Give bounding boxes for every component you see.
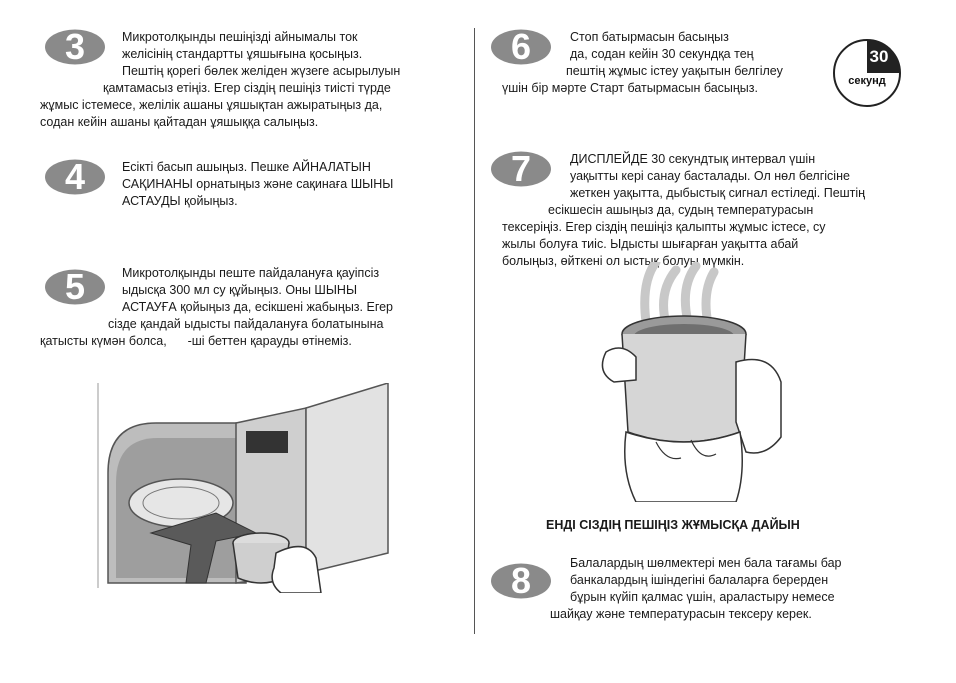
step-4-line-3: АСТАУДЫ қойыңыз. xyxy=(122,194,238,208)
ready-heading: ЕНДІ СІЗДІҢ ПЕШІҢІЗ ЖҰМЫСҚА ДАЙЫН xyxy=(546,518,800,532)
step-6-number: 6 xyxy=(511,28,531,66)
step-5-line-3: АСТАУҒА қойыңыз да, есікшені жабыңыз. Ег… xyxy=(122,300,394,314)
step-5-line-5: қатысты күмән болса, -ші беттен қарауды … xyxy=(40,334,352,348)
step-6-line-2: да, содан кейін 30 секундқа тең xyxy=(570,47,754,61)
step-8-number: 8 xyxy=(511,562,531,600)
step-7-line-1: ДИСПЛЕЙДЕ 30 секундтық интервал үшін xyxy=(570,152,816,166)
microwave-illustration xyxy=(96,381,396,594)
step-3-line-1: Микротолқынды пешіңізді айнымалы ток xyxy=(122,30,358,44)
step-4-number: 4 xyxy=(65,158,85,196)
step-5-line-2: ыдысқа 300 мл су құйыңыз. Оны ШЫНЫ xyxy=(122,283,358,297)
step-7-number: 7 xyxy=(511,150,531,188)
timer-value: 30 xyxy=(870,47,889,66)
step-4-number-badge: 4 xyxy=(44,158,106,196)
step-7-line-6: жылы болуға тиіс. Ыдысты шығарған уақытт… xyxy=(502,237,799,251)
step-8-line-2: банкалардың ішіндегіні балаларға берерде… xyxy=(570,573,829,587)
step-5-line-1: Микротолқынды пеште пайдалануға қауіпсіз xyxy=(122,266,380,280)
step-3-number-badge: 3 xyxy=(44,28,106,66)
step-3-line-2: желісінің стандартты ұяшығына қосыңыз. xyxy=(122,47,363,61)
step-3-line-5: жұмыс істемесе, желілік ашаны ұяшықтан а… xyxy=(40,98,383,112)
step-6-line-3: пештің жұмыс істеу уақытын белгілеу xyxy=(566,64,783,78)
step-3-number: 3 xyxy=(65,28,85,66)
step-7-number-badge: 7 xyxy=(490,150,552,188)
step-7-line-5: тексеріңіз. Егер сіздің пешіңіз қалыпты … xyxy=(502,220,826,234)
step-8-number-badge: 8 xyxy=(490,562,552,600)
hand-holding-cup-illustration xyxy=(596,257,792,503)
timer-30-seconds-icon: 30 секунд xyxy=(832,38,902,108)
step-6-line-1: Стоп батырмасын басыңыз xyxy=(570,30,729,44)
step-6-number-badge: 6 xyxy=(490,28,552,66)
step-4-line-1: Есікті басып ашыңыз. Пешке АЙНАЛАТЫН xyxy=(122,160,371,174)
column-divider xyxy=(474,28,475,634)
step-8-line-3: бұрын күйіп қалмас үшін, араластыру неме… xyxy=(570,590,835,604)
step-5-number-badge: 5 xyxy=(44,268,106,306)
step-3-line-4: қамтамасыз етіңіз. Егер сіздің пешіңіз т… xyxy=(103,81,391,95)
step-7-line-4: есікшесін ашыңыз да, судың температурасы… xyxy=(548,203,814,217)
step-7-line-2: уақытты кері санау басталады. Ол нөл бел… xyxy=(570,169,850,183)
step-3-line-6: содан кейін ашаны қайтадан ұяшыққа салың… xyxy=(40,115,319,129)
step-7-line-3: жеткен уақытта, дыбыстық сигнал естіледі… xyxy=(570,186,866,200)
step-8-line-4: шайқау және температурасын тексеру керек… xyxy=(550,607,812,621)
step-5-line-4: сізде қандай ыдысты пайдалануға болатыны… xyxy=(108,317,384,331)
step-3-line-3: Пештің қорегі бөлек желіден жүзеге асыры… xyxy=(122,64,401,78)
step-5-number: 5 xyxy=(65,268,85,306)
step-6-line-4: үшін бір мәрте Старт батырмасын басыңыз. xyxy=(502,81,758,95)
timer-unit: секунд xyxy=(848,75,886,87)
step-4-line-2: САҚИНАНЫ орнатыңыз және сақинаға ШЫНЫ xyxy=(122,177,394,191)
step-8-line-1: Балалардың шөлмектері мен бала тағамы ба… xyxy=(570,556,842,570)
